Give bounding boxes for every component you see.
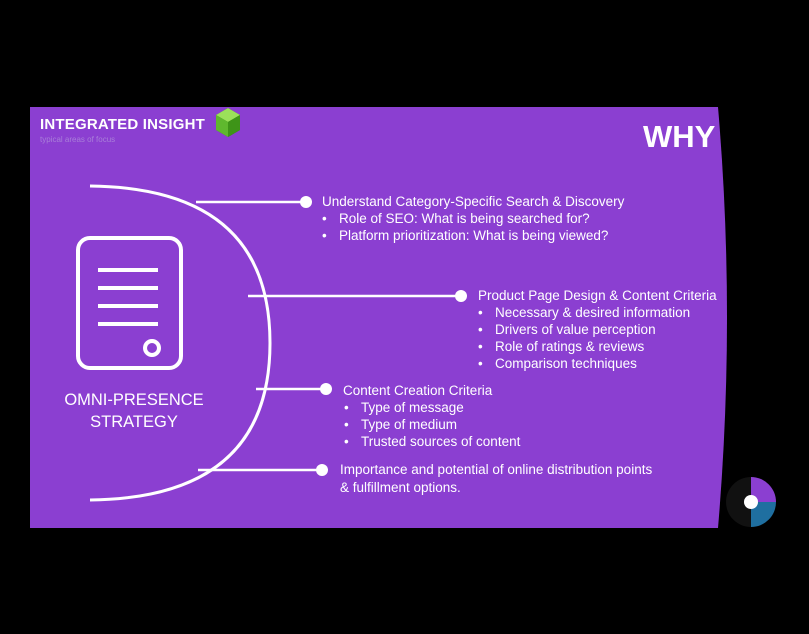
branch-4-title: Importance and potential of online distr… <box>340 462 653 477</box>
navigation-wheel[interactable] <box>726 477 776 527</box>
branch-2-bullet: Role of ratings & reviews <box>478 339 644 354</box>
branch-1-bullet: Platform prioritization: What is being v… <box>322 228 608 243</box>
green-cube-icon <box>216 108 240 137</box>
branch-4-continuation: & fulfillment options. <box>340 480 461 495</box>
document-icon <box>76 236 183 370</box>
connector-1 <box>196 196 312 208</box>
brand-subtitle: typical areas of focus <box>40 135 116 144</box>
branch-3-title: Content Creation Criteria <box>343 383 493 398</box>
branch-2-bullet: Drivers of value perception <box>478 322 656 337</box>
connector-4 <box>198 464 328 476</box>
branch-3-bullet: Type of medium <box>344 417 457 432</box>
branch-3-bullet: Trusted sources of content <box>344 434 520 449</box>
branch-3-bullet: Type of message <box>344 400 464 415</box>
strategy-arc <box>89 184 272 502</box>
connector-2 <box>248 290 467 302</box>
branch-2-bullet: Comparison techniques <box>478 356 637 371</box>
strategy-label: OMNI-PRESENCE STRATEGY <box>64 391 204 431</box>
connector-3 <box>256 383 332 395</box>
branch-1-title: Understand Category-Specific Search & Di… <box>322 194 625 209</box>
branch-2-title: Product Page Design & Content Criteria <box>478 288 717 303</box>
branch-2-bullet: Necessary & desired information <box>478 305 690 320</box>
brand-title: INTEGRATED INSIGHT <box>40 116 205 133</box>
branch-1-bullet: Role of SEO: What is being searched for? <box>322 211 590 226</box>
page-heading: WHY <box>643 119 716 154</box>
